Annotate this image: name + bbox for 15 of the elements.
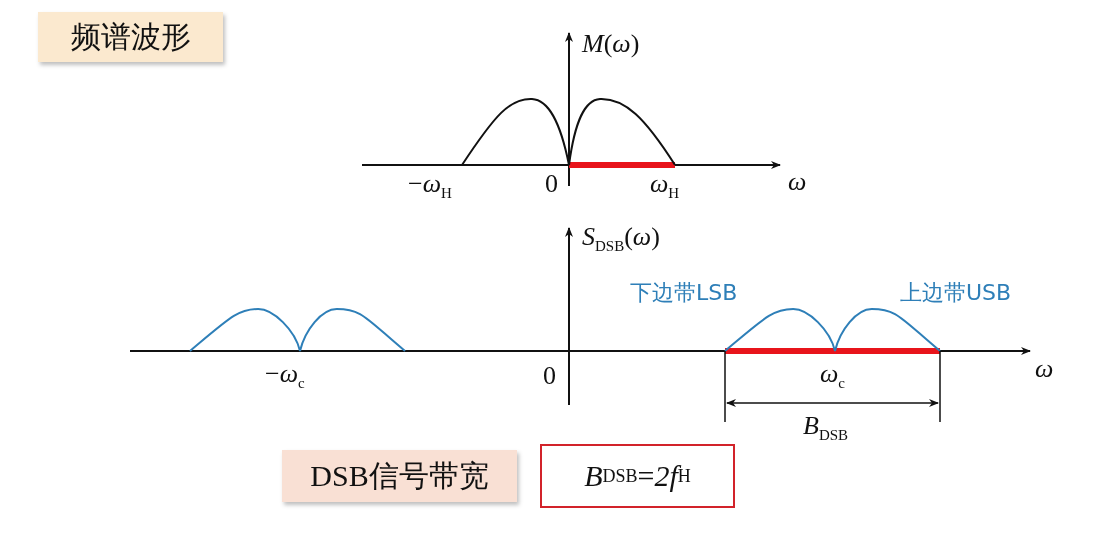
dimension-label: B$_{DSB}$ [803, 412, 849, 444]
axis-label: S$_{DSB}$(ω) [582, 223, 660, 255]
tick-label: ω$_{c}$ [820, 360, 846, 392]
axis-label: ω [788, 168, 807, 197]
label-box: DSB信号带宽 [282, 450, 517, 502]
tick-label: −ω$_{c}$ [265, 360, 305, 392]
axis-label: ω [1035, 355, 1054, 384]
band-label: 上边带USB [900, 281, 1012, 306]
axis-label: M(ω) [582, 30, 640, 59]
tick-label: −ω$_{H}$ [408, 170, 452, 202]
tick-label: 0 [543, 362, 556, 391]
heading-box: 频谱波形 [38, 12, 223, 62]
band-label: 下边带LSB [630, 281, 738, 306]
tick-label: ω$_{H}$ [650, 170, 680, 202]
tick-label: 0 [545, 170, 558, 199]
